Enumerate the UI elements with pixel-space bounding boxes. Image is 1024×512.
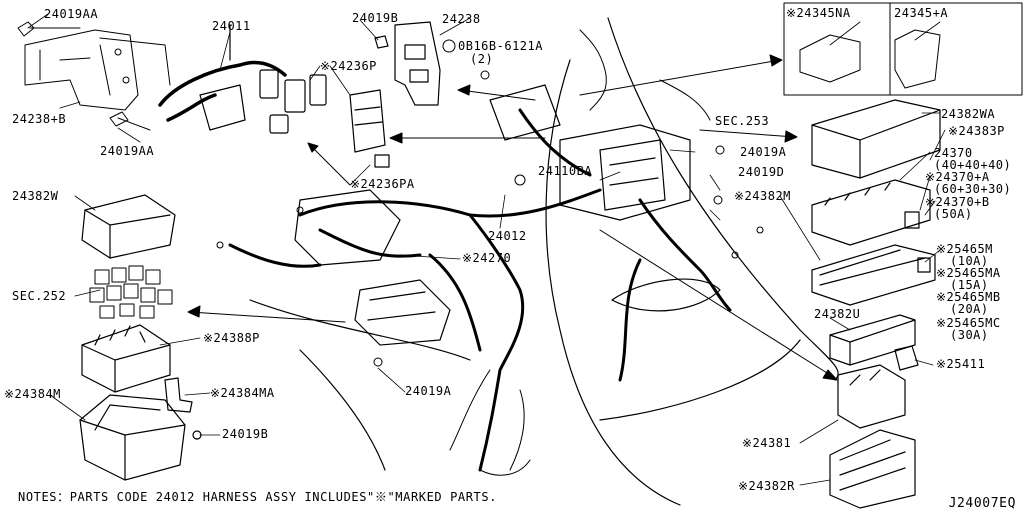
- label-24388p: ※24388P: [203, 331, 260, 345]
- label-24370a: ※24370+A: [925, 170, 990, 184]
- center-module: [489, 84, 691, 221]
- bracket-24238b: [17, 21, 171, 131]
- notes-text: NOTES：PARTS CODE 24012 HARNESS ASSY INCL…: [18, 490, 498, 504]
- fuse-holder-24381: [837, 364, 906, 429]
- label-24345na: ※24345NA: [786, 6, 851, 20]
- label-sec252: SEC.252: [12, 289, 67, 303]
- label-24370-rating: (40+40+40): [934, 158, 1012, 172]
- fuse-holder-24382r: [829, 429, 916, 509]
- label-24382u: 24382U: [814, 307, 861, 321]
- label-24383p: ※24383P: [948, 124, 1005, 138]
- label-25465mb: ※25465MB: [936, 290, 1001, 304]
- inset-box-24345: [783, 2, 1023, 96]
- label-24384m: ※24384M: [4, 387, 61, 401]
- fuse-block-24382m: [811, 244, 936, 306]
- label-24019aa-top: 24019AA: [44, 7, 99, 21]
- label-24370a-rating: (60+30+30): [934, 182, 1012, 196]
- vehicle-body-outline: [249, 17, 839, 506]
- module-24270: [294, 189, 451, 346]
- label-25465m: ※25465M: [936, 242, 993, 256]
- label-24019a-bottom: 24019A: [405, 384, 452, 398]
- label-25465ma: ※25465MA: [936, 266, 1001, 280]
- label-24384ma: ※24384MA: [210, 386, 275, 400]
- label-24011: 24011: [212, 19, 251, 33]
- reference-arrows: [187, 54, 838, 381]
- label-0b16b: 0B16B-6121A: [458, 39, 543, 53]
- label-25465m-rating: (10A): [950, 254, 989, 268]
- label-24019a-right: 24019A: [740, 145, 787, 159]
- clips: [216, 70, 764, 367]
- bracket-24384ma: [164, 377, 193, 413]
- label-24019b-top: 24019B: [352, 11, 399, 25]
- relay-25411: [894, 345, 919, 371]
- label-24382r: ※24382R: [738, 479, 795, 493]
- label-25465mc: ※25465MC: [936, 316, 1001, 330]
- label-25465mb-rating: (20A): [950, 302, 989, 316]
- harness-24011: [158, 60, 287, 122]
- label-24238: 24238: [442, 12, 481, 26]
- label-24270: ※24270: [462, 251, 512, 265]
- label-24381: ※24381: [742, 436, 792, 450]
- label-24370: 24370: [934, 146, 973, 160]
- label-25411: ※25411: [936, 357, 986, 371]
- label-24370b: ※24370+B: [925, 195, 990, 209]
- fuse-cluster: [89, 265, 173, 319]
- label-24110ba: 24110BA: [538, 164, 593, 178]
- fuse-box-24382u: [829, 314, 916, 366]
- label-0b16b-qty: (2): [470, 52, 494, 66]
- label-24019aa-bot: 24019AA: [100, 144, 155, 158]
- label-25465ma-rating: (15A): [950, 278, 989, 292]
- harness-24012: [228, 108, 732, 472]
- relay-24236p: [349, 89, 390, 168]
- circled-s-symbol: [442, 39, 456, 53]
- label-24019b-bottom: 24019B: [222, 427, 269, 441]
- label-24370b-rating: (50A): [934, 207, 973, 221]
- fuse-block-24370: [811, 179, 931, 246]
- label-24019d: 24019D: [738, 165, 785, 179]
- mini-fuse-25465: [917, 257, 931, 273]
- label-24382w: 24382W: [12, 189, 59, 203]
- fuse-box-base-24384m: [79, 394, 202, 481]
- label-24345a: 24345+A: [894, 6, 949, 20]
- leader-lines: [27, 13, 946, 486]
- label-sec253: SEC.253: [715, 114, 770, 128]
- label-24382m: ※24382M: [734, 189, 791, 203]
- fuse-box-24388p: [81, 324, 171, 393]
- label-24236pa: ※24236PA: [350, 177, 415, 191]
- bracket-24238: [374, 21, 441, 106]
- label-24012: 24012: [488, 229, 527, 243]
- fuse-box-24382wa: [811, 99, 941, 179]
- diagram-code: J24007EQ: [948, 496, 1016, 511]
- fuse-box-24382w: [81, 194, 176, 259]
- label-24382wa: 24382WA: [941, 107, 996, 121]
- label-25465mc-rating: (30A): [950, 328, 989, 342]
- label-24236p: ※24236P: [320, 59, 377, 73]
- label-24238b: 24238+B: [12, 112, 67, 126]
